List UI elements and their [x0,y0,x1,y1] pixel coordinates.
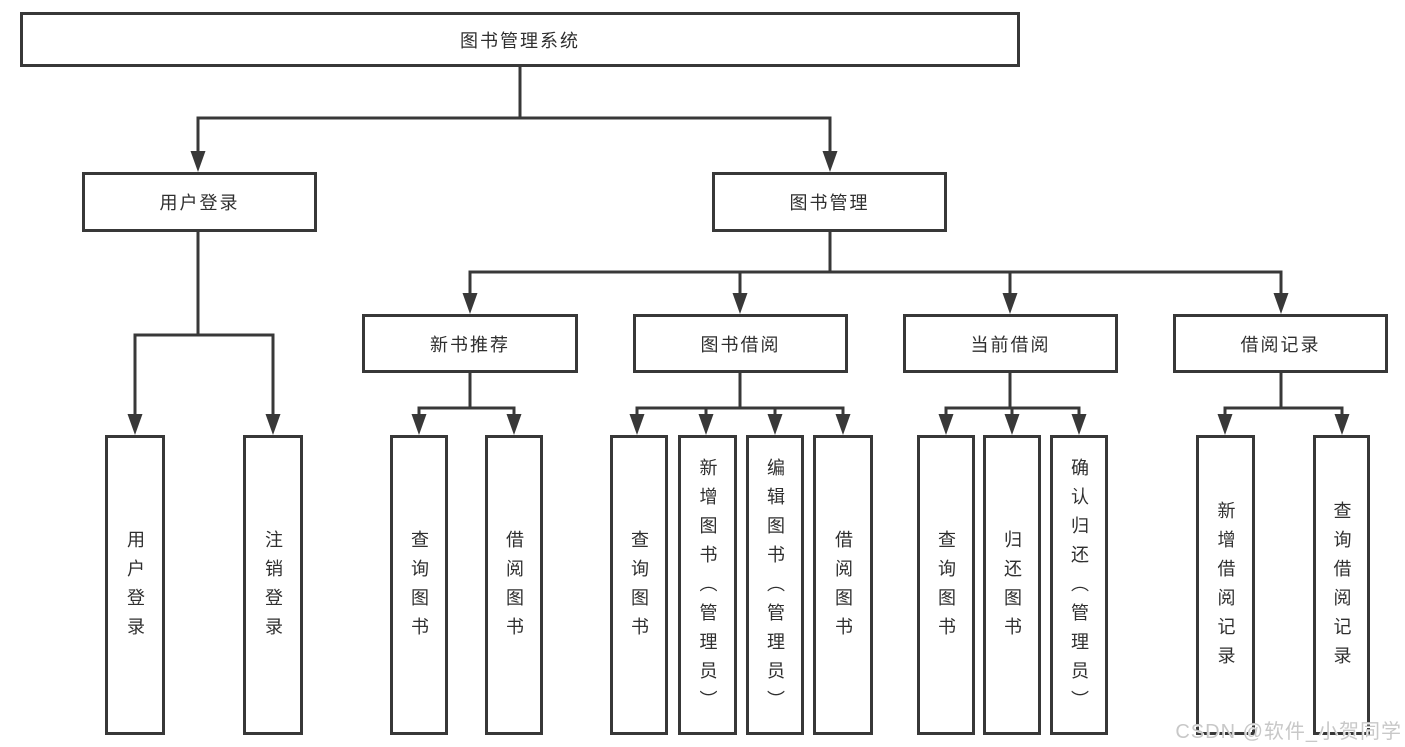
node-label: 图书管理 [789,193,870,213]
node-label: 归还图书 [1002,530,1022,646]
node-label: 编辑图书（管理员） [765,457,785,719]
node-label: 查询借阅记录 [1331,501,1352,675]
leaf-confirm-return-admin: 确认归还（管理员） [1050,435,1108,735]
node-label: 图书管理系统 [460,30,580,51]
leaf-user-login: 用户登录 [105,435,165,735]
node-book-management: 图书管理 [712,172,947,232]
node-label: 查询图书 [409,530,429,646]
node-label: 用户登录 [159,193,240,213]
node-user-login: 用户登录 [82,172,317,232]
node-label: 查询图书 [936,530,956,646]
leaf-query-books-borrowing: 查询图书 [610,435,668,735]
csdn-watermark: CSDN @软件_小贺同学 [1175,721,1402,743]
leaf-return-books: 归还图书 [983,435,1041,735]
node-new-book-recommendation: 新书推荐 [362,314,578,373]
node-current-borrowing: 当前借阅 [903,314,1118,373]
leaf-add-borrow-record: 新增借阅记录 [1196,435,1255,735]
node-label: 新书推荐 [430,334,510,355]
node-label: 借阅图书 [833,530,853,646]
node-borrowing-records: 借阅记录 [1173,314,1388,373]
node-label: 新增借阅记录 [1215,501,1236,675]
leaf-edit-books-admin: 编辑图书（管理员） [746,435,804,735]
node-book-borrowing: 图书借阅 [633,314,848,373]
node-label: 当前借阅 [970,334,1051,355]
leaf-logout: 注销登录 [243,435,303,735]
node-label: 注销登录 [263,530,283,646]
leaf-query-books-current: 查询图书 [917,435,975,735]
leaf-query-borrow-record: 查询借阅记录 [1313,435,1370,735]
node-label: 借阅图书 [504,530,524,646]
node-root-system: 图书管理系统 [20,12,1020,67]
node-label: 查询图书 [629,530,649,646]
leaf-borrow-books: 借阅图书 [813,435,873,735]
node-label: 借阅记录 [1240,334,1321,355]
node-label: 图书借阅 [700,334,781,355]
node-label: 确认归还（管理员） [1069,457,1089,719]
leaf-add-books-admin: 新增图书（管理员） [678,435,737,735]
node-label: 新增图书（管理员） [697,457,718,719]
node-label: 用户登录 [125,530,145,646]
leaf-borrow-books-recommendation: 借阅图书 [485,435,543,735]
leaf-query-books-recommendation: 查询图书 [390,435,448,735]
